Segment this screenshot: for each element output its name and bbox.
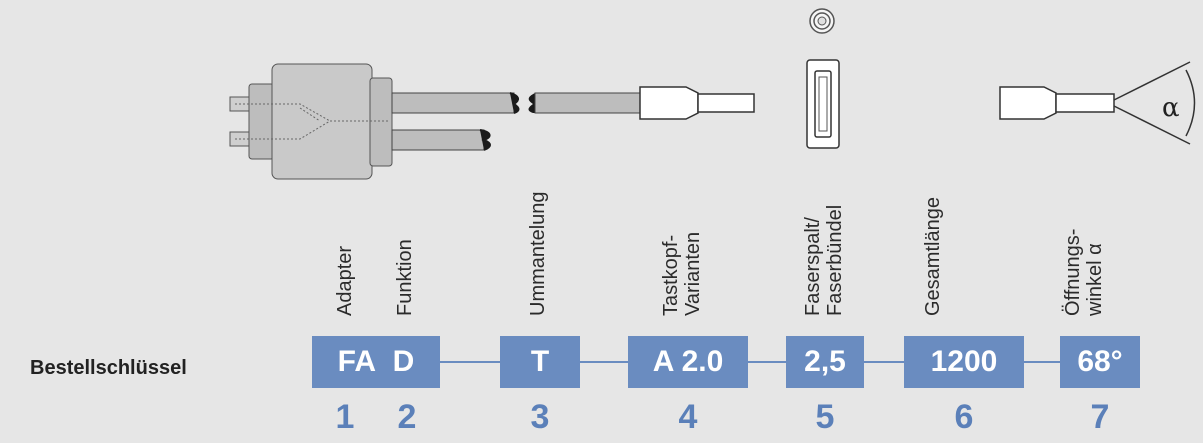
code-winkel: 68° <box>1077 345 1123 378</box>
connector-line <box>748 361 786 363</box>
connector-line <box>580 361 628 363</box>
position-number-2: 2 <box>397 398 417 436</box>
position-number-4: 4 <box>678 398 698 436</box>
connector-line <box>440 361 500 363</box>
lower-cable-drawing <box>391 129 491 151</box>
code-funktion: D <box>392 345 415 378</box>
alpha-symbol: α <box>1162 93 1180 123</box>
fiber-end-drawing <box>806 8 840 149</box>
upper-cable-drawing <box>391 86 755 120</box>
code-faser: 2,5 <box>804 345 846 378</box>
code-box-winkel: 68° <box>1060 336 1140 388</box>
code-box-tastkopf: A 2.0 <box>628 336 748 388</box>
code-adapter: FA <box>337 345 376 378</box>
code-box-adapter-funktion: FA D <box>312 336 440 388</box>
connector-line <box>1024 361 1060 363</box>
position-number-1: 1 <box>335 398 355 436</box>
position-number-6: 6 <box>954 398 974 436</box>
code-tastkopf: A 2.0 <box>652 345 724 378</box>
position-number-7: 7 <box>1090 398 1110 436</box>
code-box-laenge: 1200 <box>904 336 1024 388</box>
order-key-label: Bestellschlüssel <box>30 357 187 379</box>
position-number-5: 5 <box>815 398 835 436</box>
code-box-faser: 2,5 <box>786 336 864 388</box>
opening-angle-drawing: α <box>999 61 1196 145</box>
code-box-ummantelung: T <box>500 336 580 388</box>
position-number-3: 3 <box>530 398 550 436</box>
adapter-connector-drawing <box>229 63 393 180</box>
code-ummantelung: T <box>530 345 550 378</box>
code-laenge: 1200 <box>930 345 998 378</box>
connector-line <box>864 361 904 363</box>
